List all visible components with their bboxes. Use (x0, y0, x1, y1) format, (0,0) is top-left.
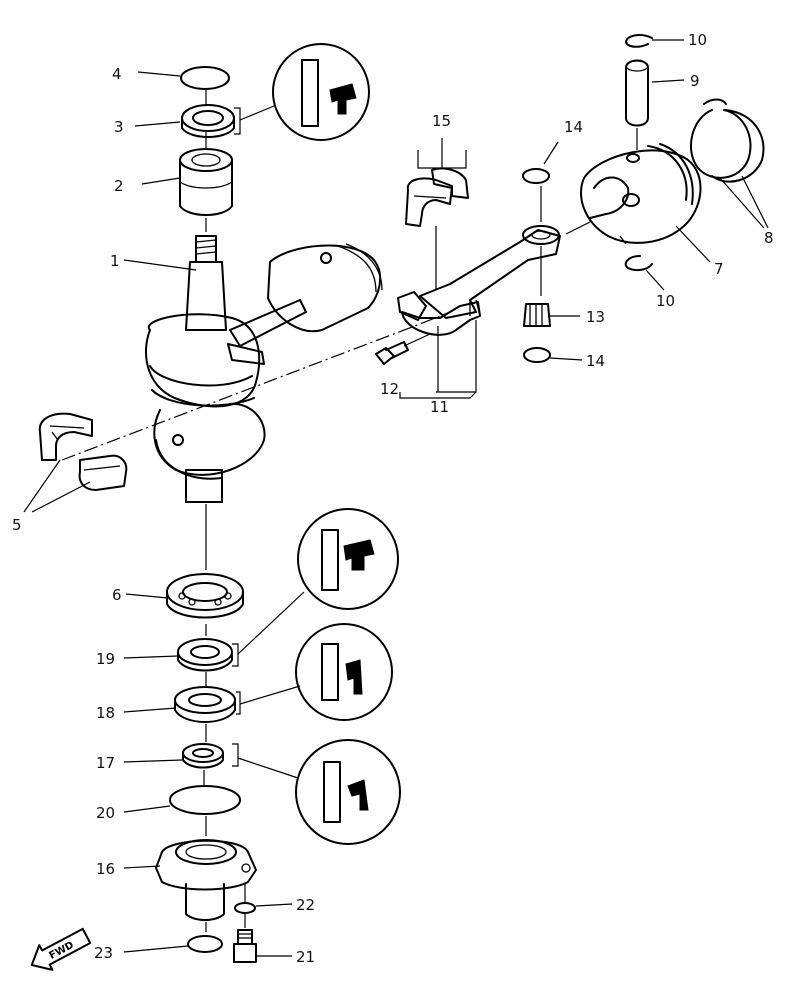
callout-7: 7 (714, 260, 724, 278)
callout-14-bottom: 14 (586, 352, 605, 370)
piston-7 (580, 143, 702, 245)
seal-detail-magnifier-18 (295, 623, 393, 721)
fwd-arrow-icon: FWD (30, 927, 92, 971)
oil-seal-19 (177, 638, 233, 672)
crankshaft (145, 235, 383, 503)
washer-22 (234, 902, 256, 914)
needle-bearing-13 (523, 303, 551, 327)
connecting-rod (397, 225, 561, 336)
piston-rings-8 (689, 98, 765, 183)
seal-detail-magnifier-19 (297, 508, 399, 610)
bearing-halves-15 (405, 167, 469, 227)
callout-22: 22 (296, 896, 315, 914)
bearing-2 (179, 148, 233, 216)
callout-12: 12 (380, 380, 399, 398)
callout-15: 15 (432, 112, 451, 130)
callout-8: 8 (764, 229, 774, 247)
callout-17: 17 (96, 754, 115, 772)
ball-bearing-6 (166, 573, 244, 619)
seal-detail-magnifier-17 (295, 739, 401, 845)
oil-seal-17 (182, 743, 224, 769)
oil-seal-18 (174, 686, 236, 723)
callout-10-bottom: 10 (656, 292, 675, 310)
circlip-10-bottom (624, 255, 653, 272)
bolt-12 (375, 341, 409, 365)
housing-16 (155, 839, 257, 921)
callout-18: 18 (96, 704, 115, 722)
callout-13: 13 (586, 308, 605, 326)
cap-4 (180, 66, 230, 90)
callout-2: 2 (114, 177, 124, 195)
callout-6: 6 (112, 586, 122, 604)
bolt-21 (233, 929, 257, 963)
callout-11: 11 (430, 398, 449, 416)
centerline (61, 311, 451, 461)
callout-23: 23 (94, 944, 113, 962)
washer-14-bottom (523, 347, 551, 363)
callout-19: 19 (96, 650, 115, 668)
callout-16: 16 (96, 860, 115, 878)
o-ring-23 (187, 935, 223, 953)
oil-seal-3 (181, 104, 235, 138)
washer-14-top (522, 168, 550, 184)
callout-3: 3 (114, 118, 124, 136)
callout-20: 20 (96, 804, 115, 822)
piston-pin-9 (625, 59, 649, 127)
callout-10-top: 10 (688, 31, 707, 49)
callout-4: 4 (112, 65, 122, 83)
bearing-halves-5 (38, 412, 128, 491)
callout-14-top: 14 (564, 118, 583, 136)
circlip-10-top (625, 34, 653, 48)
callout-21: 21 (296, 948, 315, 966)
callout-1: 1 (110, 252, 120, 270)
callout-5: 5 (12, 516, 22, 534)
seal-detail-magnifier-top (272, 43, 370, 141)
o-ring-20 (169, 785, 241, 815)
callout-9: 9 (690, 72, 700, 90)
